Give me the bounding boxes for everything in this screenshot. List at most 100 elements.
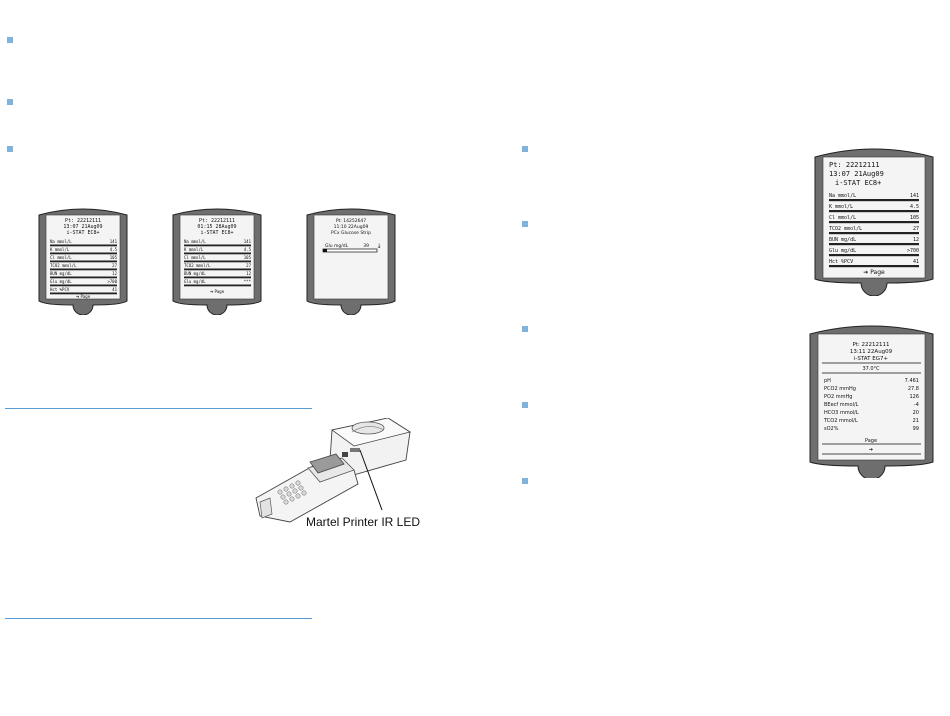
- screen-line: Pt: 22212111: [852, 342, 889, 348]
- screen-line: Pt: 22212111: [65, 218, 101, 224]
- result-value: 105: [110, 255, 118, 260]
- result-label: TCO2 mmol/L: [829, 226, 862, 232]
- page-prompt: ➔ Page: [76, 294, 91, 299]
- device-screen-ec8-suppressed: Pt: 22212111 01:15 28Aug09 i-STAT EC8+ N…: [171, 205, 263, 315]
- result-value: -4: [914, 402, 919, 408]
- result-label: Hct %PCV: [829, 259, 853, 265]
- printer-illustration: [250, 418, 450, 533]
- result-label: BUN mg/dL: [184, 271, 206, 276]
- result-value: >700: [107, 279, 117, 284]
- result-value: 12: [246, 271, 251, 276]
- bullet-marker: [522, 146, 528, 152]
- bullet-marker: [7, 99, 13, 105]
- device-screen-glucose-strip: Pt: 14252647 11:10 22Aug09 PCx Glucose S…: [305, 205, 397, 315]
- result-value: 4.5: [110, 247, 118, 252]
- screen-line: i-STAT EC8+: [200, 230, 233, 236]
- result-value: 7.461: [905, 378, 919, 384]
- result-value: 27: [913, 226, 919, 232]
- result-label: HCO3 mmol/L: [824, 410, 859, 416]
- bullet-marker: [522, 326, 528, 332]
- bullet-marker: [7, 146, 13, 152]
- section-divider: [5, 408, 312, 409]
- result-label: Glu mg/dL: [184, 279, 206, 284]
- result-value: 27.8: [908, 386, 919, 392]
- result-label: Glu mg/dL: [829, 248, 856, 254]
- device-screen-ec8-results: Pt: 22212111 13:07 21Aug09 i-STAT EC8+ N…: [37, 205, 129, 315]
- bullet-marker: [522, 478, 528, 484]
- result-value: 12: [913, 237, 919, 243]
- result-label: Cl mmol/L: [829, 215, 856, 221]
- result-label: PO2 mmHg: [824, 394, 852, 400]
- bullet-marker: [522, 402, 528, 408]
- result-label: Cl mmol/L: [50, 255, 72, 260]
- bullet-marker: [522, 221, 528, 227]
- screen-line: i-STAT EG7+: [854, 356, 889, 362]
- result-value: 41: [112, 287, 117, 292]
- result-value: 27: [246, 263, 251, 268]
- result-label: Na mmol/L: [50, 239, 72, 244]
- device-screen-illustration: Pt: 14252647 11:10 22Aug09 PCx Glucose S…: [306, 208, 396, 315]
- screen-line: Pt: 22212111: [829, 161, 880, 169]
- result-value: 105: [244, 255, 252, 260]
- device-screen-illustration: Pt: 22212111 13:11 22Aug09 i-STAT EG7+ 3…: [809, 325, 934, 478]
- result-value: 105: [910, 215, 919, 221]
- result-value: 4.5: [910, 204, 919, 210]
- result-value: >700: [907, 248, 919, 254]
- result-value: 20: [913, 410, 919, 416]
- screen-line: i-STAT EC8+: [835, 179, 881, 187]
- device-screen-illustration: Pt: 22212111 01:15 28Aug09 i-STAT EC8+ N…: [172, 208, 262, 315]
- result-value: 126: [909, 394, 919, 400]
- result-label: pH: [824, 378, 831, 384]
- result-label: BUN mg/dL: [50, 271, 72, 276]
- result-value: 41: [913, 259, 919, 265]
- screen-line: Pt: 22212111: [199, 218, 235, 224]
- result-value: 27: [112, 263, 117, 268]
- result-label: K mmol/L: [829, 204, 853, 210]
- page-prompt: Page: [865, 438, 877, 444]
- screen-line: 13:07 21Aug09: [829, 170, 884, 178]
- martel-printer-icon: [255, 418, 412, 523]
- arrow-down-icon: ↓: [376, 243, 381, 250]
- page-prompt: ➔ Page: [863, 269, 885, 276]
- result-label: K mmol/L: [184, 247, 204, 252]
- screen-line: 13:07 21Aug09: [63, 224, 102, 230]
- result-value: 21: [913, 418, 919, 424]
- temperature-readout: 37.0°C: [862, 366, 880, 372]
- device-screen-eg7-results-large: Pt: 22212111 13:11 22Aug09 i-STAT EG7+ 3…: [808, 320, 935, 478]
- screen-line: PCx Glucose Strip: [331, 230, 371, 236]
- result-value: 4.5: [244, 247, 252, 252]
- result-label: Hct %PCV: [50, 287, 70, 292]
- screen-line: 11:10 22Aug09: [334, 224, 369, 230]
- device-screen-illustration: Pt: 22212111 13:07 21Aug09 i-STAT EC8+ N…: [38, 208, 128, 315]
- result-label: PCO2 mmHg: [824, 386, 856, 392]
- bullet-marker: [7, 37, 13, 43]
- printer-ir-led-caption: Martel Printer IR LED: [306, 515, 421, 529]
- result-value: ***: [244, 279, 252, 284]
- result-label: Na mmol/L: [184, 239, 206, 244]
- screen-line: Pt: 14252647: [336, 218, 366, 224]
- arrow-right-icon: ➔: [869, 447, 873, 453]
- result-label: Cl mmol/L: [184, 255, 206, 260]
- screen-line: 13:11 22Aug09: [850, 349, 893, 355]
- result-label: Na mmol/L: [829, 193, 856, 199]
- result-label: TCO2 mmol/L: [50, 263, 77, 268]
- device-screen-illustration: Pt: 22212111 13:07 21Aug09 i-STAT EC8+ N…: [814, 148, 934, 296]
- screen-line: 01:15 28Aug09: [197, 224, 236, 230]
- screen-line: i-STAT EC8+: [66, 230, 99, 236]
- page-prompt: ➔ Page: [210, 289, 225, 294]
- result-value: 141: [110, 239, 118, 244]
- result-label: Glu mg/dL: [325, 243, 349, 249]
- result-label: Glu mg/dL: [50, 279, 72, 284]
- result-label: BEecf mmol/L: [824, 402, 859, 408]
- result-value: 99: [913, 426, 919, 432]
- result-label: K mmol/L: [50, 247, 70, 252]
- result-value: 12: [112, 271, 117, 276]
- result-label: TCO2 mmol/L: [184, 263, 211, 268]
- device-screen-ec8-results-large: Pt: 22212111 13:07 21Aug09 i-STAT EC8+ N…: [813, 143, 935, 296]
- result-value: 39: [363, 243, 369, 249]
- result-label: TCO2 mmol/L: [823, 418, 858, 424]
- result-label: sO2%: [824, 426, 839, 432]
- section-divider: [5, 618, 312, 619]
- result-value: 141: [910, 193, 919, 199]
- result-label: BUN mg/dL: [829, 237, 856, 243]
